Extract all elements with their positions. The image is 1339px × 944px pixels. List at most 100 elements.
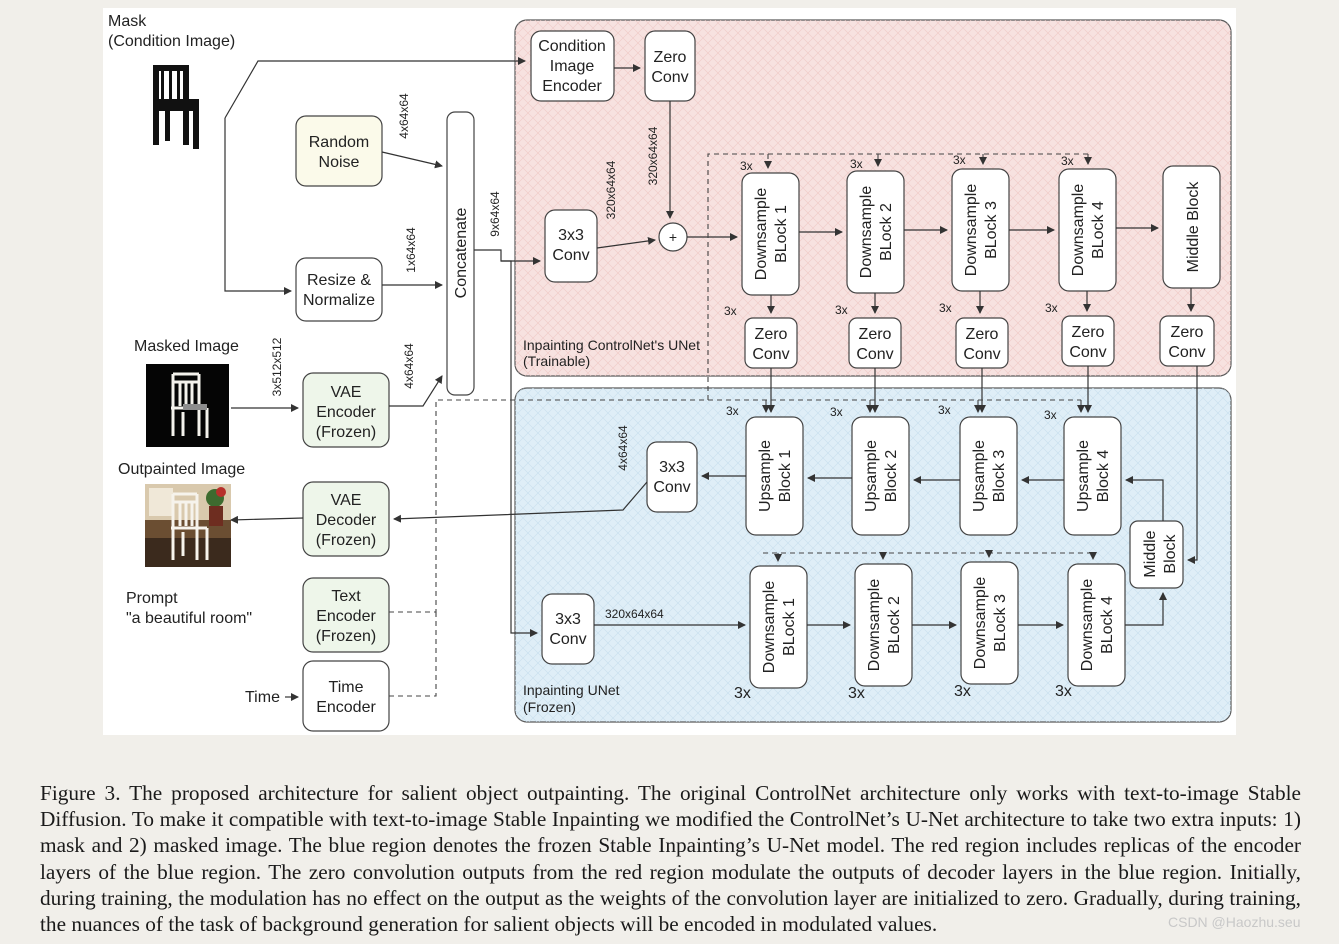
trainable-region-title: Inpainting ControlNet's UNet — [523, 337, 700, 353]
dim-frozen-conv: 320x64x64 — [605, 607, 664, 621]
svg-text:3x: 3x — [835, 303, 848, 317]
svg-text:3x3: 3x3 — [558, 227, 584, 244]
svg-text:3x: 3x — [1055, 683, 1072, 700]
condition-image-encoder-box: Condition Image Encoder — [530, 30, 615, 102]
figure-caption: Figure 3. The proposed architecture for … — [40, 781, 1301, 937]
svg-text:Conv: Conv — [653, 479, 690, 496]
svg-text:3x: 3x — [734, 685, 751, 702]
upsample-block-1: Upsample Block 1 — [745, 416, 804, 536]
svg-text:Downsample: Downsample — [858, 186, 875, 279]
zero-conv-2: Zero Conv — [848, 317, 902, 369]
svg-text:Block 4: Block 4 — [1095, 450, 1112, 503]
svg-text:Middle Block: Middle Block — [1185, 181, 1202, 273]
dim-masked: 3x512x512 — [270, 337, 284, 396]
svg-text:3x: 3x — [830, 405, 843, 419]
cn-downsample-block-1: Downsample BLock 1 — [741, 172, 800, 296]
connections — [224, 57, 1198, 701]
mask-sublabel: (Condition Image) — [108, 33, 235, 50]
svg-text:Upsample: Upsample — [1075, 440, 1092, 512]
svg-text:Block 3: Block 3 — [991, 450, 1008, 503]
svg-text:Resize &: Resize & — [307, 272, 371, 289]
zero-conv-1: Zero Conv — [744, 317, 798, 369]
svg-text:Zero: Zero — [654, 49, 687, 66]
masked-image-label: Masked Image — [134, 338, 239, 355]
svg-text:Conv: Conv — [1069, 344, 1106, 361]
svg-text:3x: 3x — [939, 301, 952, 315]
svg-text:3x: 3x — [724, 304, 737, 318]
mask-label: Mask — [108, 13, 147, 30]
vae-decoder-box: VAE Decoder (Frozen) — [302, 481, 390, 557]
svg-text:Text: Text — [331, 588, 361, 605]
svg-text:Downsample: Downsample — [1070, 184, 1087, 277]
svg-text:Concatenate: Concatenate — [453, 208, 470, 299]
zero-conv-3: Zero Conv — [955, 317, 1009, 369]
watermark: CSDN @Haozhu.seu — [1168, 914, 1301, 930]
svg-text:Downsample: Downsample — [1079, 579, 1096, 672]
time-label: Time — [245, 689, 280, 706]
svg-text:Encoder: Encoder — [316, 404, 376, 421]
cn-middle-block: Middle Block — [1162, 165, 1221, 289]
svg-text:Zero: Zero — [1171, 324, 1204, 341]
svg-text:3x: 3x — [938, 403, 951, 417]
dim-cn-conv: 320x64x64 — [604, 160, 618, 219]
prompt-text: "a beautiful room" — [126, 610, 252, 627]
svg-text:Zero: Zero — [966, 326, 999, 343]
outpainted-image-label: Outpainted Image — [118, 461, 245, 478]
svg-text:3x: 3x — [953, 153, 966, 167]
plus-node: + — [658, 222, 688, 252]
svg-text:Time: Time — [329, 679, 364, 696]
masked-image — [146, 364, 229, 447]
svg-text:Conv: Conv — [752, 346, 789, 363]
svg-text:Decoder: Decoder — [316, 512, 377, 529]
dim-concat: 9x64x64 — [488, 191, 502, 237]
upsample-block-2: Upsample Block 2 — [851, 416, 910, 536]
svg-text:Normalize: Normalize — [303, 292, 375, 309]
svg-text:Conv: Conv — [1168, 344, 1205, 361]
svg-text:(Frozen): (Frozen) — [316, 424, 376, 441]
svg-text:Zero: Zero — [1072, 324, 1105, 341]
cn-downsample-block-2: Downsample BLock 2 — [846, 170, 905, 294]
svg-text:BLock 4: BLock 4 — [1090, 201, 1107, 259]
concatenate-box: Concatenate — [446, 111, 475, 396]
svg-text:BLock 2: BLock 2 — [886, 596, 903, 654]
mask-chair-image — [153, 65, 199, 149]
svg-text:3x: 3x — [1044, 408, 1057, 422]
svg-text:3x3: 3x3 — [659, 459, 685, 476]
cn-downsample-block-4: Downsample BLock 4 — [1058, 168, 1117, 292]
svg-text:BLock 3: BLock 3 — [983, 201, 1000, 259]
svg-text:+: + — [669, 229, 677, 245]
svg-text:Middle: Middle — [1142, 530, 1159, 577]
downsample-block-3: Downsample BLock 3 — [960, 561, 1019, 685]
repeat-labels: 3x 3x 3x 3x 3x 3x 3x 3x 3x 3x 3x 3x — [724, 153, 1074, 422]
svg-text:Upsample: Upsample — [971, 440, 988, 512]
svg-text:BLock 3: BLock 3 — [992, 594, 1009, 652]
dim-up-conv: 4x64x64 — [616, 425, 630, 471]
svg-text:BLock 1: BLock 1 — [781, 598, 798, 656]
svg-text:3x: 3x — [1045, 301, 1058, 315]
svg-text:Conv: Conv — [856, 346, 893, 363]
svg-text:Downsample: Downsample — [761, 581, 778, 674]
svg-text:3x: 3x — [740, 159, 753, 173]
architecture-figure: Inpainting ControlNet's UNet (Trainable)… — [103, 8, 1236, 735]
conv3x3-frozen-box: 3x3 Conv — [541, 593, 595, 665]
svg-text:Conv: Conv — [963, 346, 1000, 363]
upsample-block-3: Upsample Block 3 — [959, 416, 1018, 536]
dashed-connections — [389, 153, 1097, 697]
dim-noise: 4x64x64 — [397, 93, 411, 139]
svg-text:Downsample: Downsample — [753, 188, 770, 281]
svg-text:Noise: Noise — [319, 154, 360, 171]
svg-text:(Frozen): (Frozen) — [316, 532, 376, 549]
svg-text:Encoder: Encoder — [316, 699, 376, 716]
svg-text:VAE: VAE — [331, 384, 362, 401]
random-noise-box: Random Noise — [295, 115, 383, 187]
downsample-block-4: Downsample BLock 4 — [1067, 563, 1126, 687]
dim-vae: 4x64x64 — [402, 343, 416, 389]
svg-text:3x3: 3x3 — [555, 611, 581, 628]
svg-text:Downsample: Downsample — [963, 184, 980, 277]
svg-text:Image: Image — [550, 58, 595, 75]
downsample-block-1: Downsample BLock 1 — [749, 565, 808, 689]
svg-text:BLock 1: BLock 1 — [773, 205, 790, 263]
dim-resize: 1x64x64 — [404, 227, 418, 273]
zero-conv-4: Zero Conv — [1061, 315, 1115, 367]
prompt-label: Prompt — [126, 590, 178, 607]
